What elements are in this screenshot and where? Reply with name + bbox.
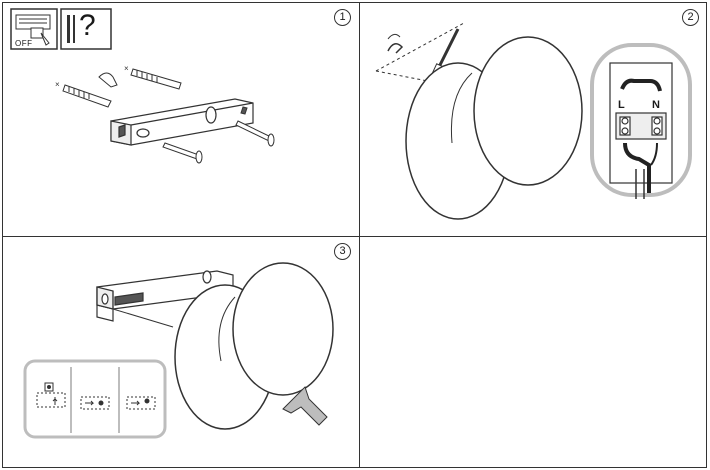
lamp-front-disc [232,262,334,396]
step-1-panel: × × [3,3,359,236]
horizontal-divider [3,236,706,237]
insert-arrow-icon [282,386,328,426]
neutral-terminal-label: N [652,99,660,111]
step-2-illustration [375,22,692,220]
screws [162,106,275,164]
step-2-panel: L N 2 [360,3,707,236]
terminal-block [609,62,673,184]
empty-panel [360,237,707,468]
step-3-panel: 3 [3,237,359,468]
step-number-2: 2 [682,9,699,26]
svg-text:×: × [55,80,60,89]
mounted-bracket [96,270,234,322]
lamp-front-disc [473,36,583,186]
question-mark: ? [79,9,96,42]
mounting-bracket [110,98,254,146]
cable-strip-icon [387,43,404,54]
live-terminal-label: L [618,99,625,111]
vertical-divider [359,3,360,467]
step-1-illustration: × × [10,8,275,164]
wall-plug-left: × [55,80,112,108]
wall-plug-right: × [124,64,182,90]
off-label: OFF [15,39,33,48]
step-number-1: 1 [334,9,351,26]
step-3-illustration [23,262,334,439]
svg-text:×: × [124,64,129,73]
step-number-3: 3 [334,243,351,260]
